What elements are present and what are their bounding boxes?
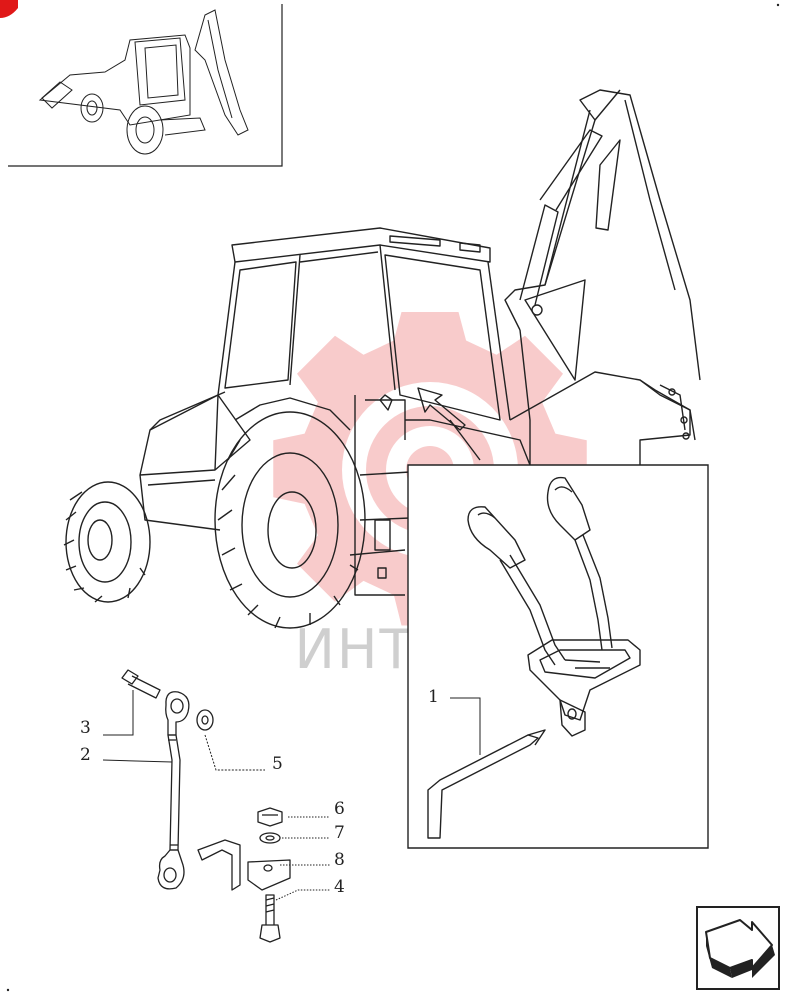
washer-part-7 — [259, 832, 281, 844]
callout-4: 4 — [334, 877, 345, 897]
thumbnail-inset — [8, 4, 283, 167]
callout-3: 3 — [80, 718, 91, 738]
backhoe-loader-drawing — [63, 89, 701, 629]
next-page-arrow-icon[interactable] — [696, 906, 780, 990]
lever-detail-inset: 1 — [407, 464, 709, 849]
callout-1: 1 — [428, 687, 439, 707]
callout-leader-1 — [450, 697, 481, 755]
bolt-part-4 — [259, 894, 281, 943]
callout-6: 6 — [334, 799, 345, 819]
callout-7: 7 — [334, 823, 345, 843]
washer-part-5 — [196, 709, 214, 731]
callout-8: 8 — [334, 850, 345, 870]
corner-marker-icon — [0, 0, 18, 18]
bolt-part-3 — [121, 669, 161, 699]
corner-dot — [776, 3, 780, 7]
callout-leaders — [102, 690, 330, 901]
bracket-part-8 — [247, 859, 291, 891]
nut-part-6 — [257, 807, 283, 827]
exploded-parts — [121, 669, 291, 943]
callout-5: 5 — [272, 754, 283, 774]
corner-dot — [6, 988, 10, 992]
callout-2: 2 — [80, 745, 91, 765]
